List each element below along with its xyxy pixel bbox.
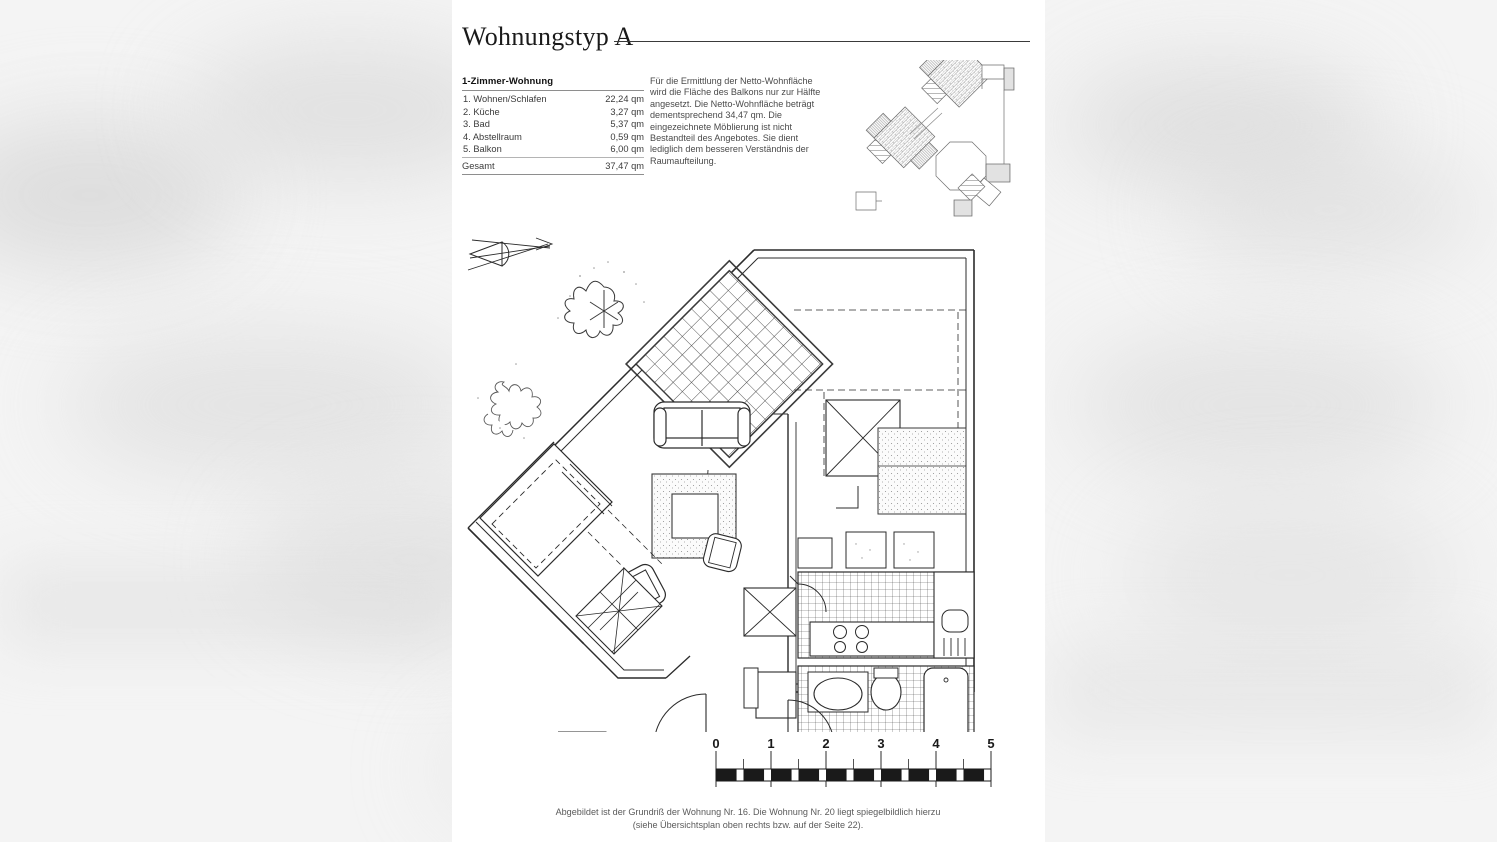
plant-icon — [564, 280, 624, 339]
kitchen — [789, 571, 975, 659]
title-rule — [614, 41, 1030, 42]
scale-tick-label: 4 — [932, 736, 940, 751]
scale-tick-label: 3 — [877, 736, 884, 751]
document-page: Wohnungstyp A 1-Zimmer-Wohnung 1. Wohnen… — [452, 0, 1045, 842]
room-label: 1. Wohnen/Schlafen — [463, 94, 547, 104]
room-area: 22,24 qm — [605, 94, 644, 104]
scale-tick-label: 1 — [767, 736, 774, 751]
shrub — [483, 381, 542, 437]
armchair — [702, 533, 742, 573]
caption-line-1: Abgebildet ist der Grundriß der Wohnung … — [555, 807, 941, 817]
room-area: 0,59 qm — [610, 131, 644, 142]
description-text: Für die Ermittlung der Netto-Wohnfläche … — [650, 76, 821, 166]
areas-table-total: Gesamt 37,47 qm — [462, 158, 644, 174]
table-row: 4. Abstellraum 0,59 qm — [462, 131, 644, 144]
page-title: Wohnungstyp A — [462, 22, 634, 51]
room-area: 5,37 qm — [610, 119, 644, 130]
cabinet — [743, 587, 797, 637]
info-band: 1-Zimmer-Wohnung 1. Wohnen/Schlafen 22,2… — [462, 42, 1034, 217]
bed — [479, 443, 613, 577]
areas-table: 1-Zimmer-Wohnung 1. Wohnen/Schlafen 22,2… — [462, 76, 644, 175]
coffee-table-and-rug — [651, 473, 737, 559]
figure-caption: Abgebildet ist der Grundriß der Wohnung … — [492, 806, 1004, 831]
areas-table-body: 1. Wohnen/Schlafen 22,24 qm 2. Küche 3,2… — [462, 91, 644, 157]
room-label: 4. Abstellraum — [463, 131, 522, 142]
table-row: 3. Bad 5,37 qm — [462, 118, 644, 131]
divider — [462, 173, 644, 175]
room-area: 3,27 qm — [610, 106, 644, 117]
room-label: 5. Balkon — [463, 144, 502, 155]
table-row: 1. Wohnen/Schlafen 22,24 qm — [462, 93, 644, 106]
room-label: 3. Bad — [463, 119, 490, 130]
page-title-row: Wohnungstyp A — [462, 22, 1034, 56]
caption-line-2: (siehe Übersichtsplan oben rechts bzw. a… — [632, 819, 864, 830]
areas-table-heading: 1-Zimmer-Wohnung — [462, 76, 554, 87]
site-overview-plan — [854, 42, 1034, 220]
scale-tick-label: 2 — [822, 736, 829, 751]
scale-tick-label: 5 — [987, 736, 994, 751]
scale-tick-label: 0 — [712, 736, 719, 751]
room-label: 2. Küche — [463, 106, 500, 117]
divider — [462, 90, 644, 91]
room-area: 6,00 qm — [610, 144, 644, 155]
divider — [462, 156, 644, 158]
total-value: 37,47 qm — [605, 160, 644, 171]
bathroom — [743, 665, 975, 767]
cabinet-row — [575, 567, 663, 655]
total-label: Gesamt — [462, 160, 495, 171]
north-arrow — [467, 237, 554, 271]
table-row: 5. Balkon 6,00 qm — [462, 143, 644, 156]
sofa — [653, 401, 751, 449]
floor-plan-drawing — [458, 232, 1038, 767]
table-row: 2. Küche 3,27 qm — [462, 106, 644, 119]
scale-bar-body — [715, 768, 992, 782]
scale-bar: 0 1 2 3 4 5 — [710, 735, 1010, 789]
abstellraum — [877, 427, 967, 515]
